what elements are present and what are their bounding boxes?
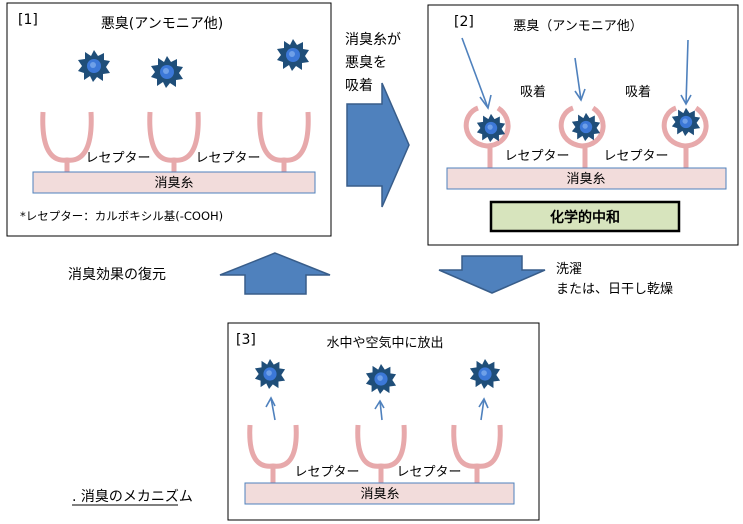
panel-1-number: [1] <box>18 12 38 28</box>
panel-3-receptor-label-a: レセプター <box>294 465 359 480</box>
arrow-right-caption-line-2: 悪臭を <box>345 55 387 71</box>
figure-caption: . 消臭のメカニズム <box>72 489 193 505</box>
panel-3-receptors <box>247 424 503 483</box>
panel-1-receptors <box>40 111 311 172</box>
panel-3-receptor-label-b: レセプター <box>396 465 461 480</box>
neutralization-label: 化学的中和 <box>550 209 620 226</box>
arrow-down-caption-line-2: または、日干し乾燥 <box>556 282 673 297</box>
panel-1-fiber-label: 消臭糸 <box>154 176 193 191</box>
panel-3-number: [3] <box>236 332 256 348</box>
arrow-right-caption-line-1: 消臭糸が <box>345 32 401 48</box>
panel-1-receptor-label-a: レセプター <box>85 151 150 166</box>
receptor-icon <box>558 105 606 149</box>
process-arrow-icon <box>438 255 546 294</box>
panel-2-receptor-label-a: レセプター <box>504 149 569 164</box>
panel-1-odor-label: 悪臭(アンモニア他) <box>101 16 223 32</box>
neutralization-box <box>489 200 681 233</box>
arrow-right-caption-line-3: 吸着 <box>345 78 373 94</box>
panel-1-footnote: *レセプター：カルボキシル基(-COOH) <box>20 209 223 223</box>
panel-3-fiber <box>244 482 515 505</box>
panel-3: [3] 水中や空気中に放出 レセプター レセプター 消臭糸 <box>227 322 540 521</box>
receptor-icon <box>463 105 511 149</box>
panel-2-odor-label: 悪臭（アンモニア他） <box>513 19 642 34</box>
panel-2-adsorb-arrows <box>461 37 692 110</box>
panel-1: [1] 悪臭(アンモニア他) レセプター レセプター 消臭糸 *レセプター：カル… <box>6 2 332 237</box>
panel-2-receptors <box>463 105 709 168</box>
panel-2-fiber-label: 消臭糸 <box>566 172 605 187</box>
panel-1-fiber <box>32 171 316 194</box>
process-arrow-icon <box>346 82 410 208</box>
panel-1-receptor-label-b: レセプター <box>195 151 260 166</box>
panel-2-adsorb-label-a: 吸着 <box>520 84 546 100</box>
panel-2-number: [2] <box>454 14 474 30</box>
panel-2-receptor-label-b: レセプター <box>603 149 668 164</box>
arrow-up-caption: 消臭効果の復元 <box>68 266 166 283</box>
panel-2: [2] 悪臭（アンモニア他） 吸着 吸着 レセプター レセプター 消臭糸 <box>427 4 739 246</box>
panel-3-fiber-label: 消臭糸 <box>360 487 399 502</box>
arrow-down-caption-line-1: 洗濯 <box>556 262 582 277</box>
panel-1-frame <box>6 2 332 237</box>
panel-2-adsorb-label-b: 吸着 <box>625 84 651 100</box>
panel-2-fiber <box>446 167 727 190</box>
panel-3-release-arrows <box>265 396 489 421</box>
process-arrow-icon <box>219 252 331 295</box>
panel-3-release-label: 水中や空気中に放出 <box>326 335 443 351</box>
